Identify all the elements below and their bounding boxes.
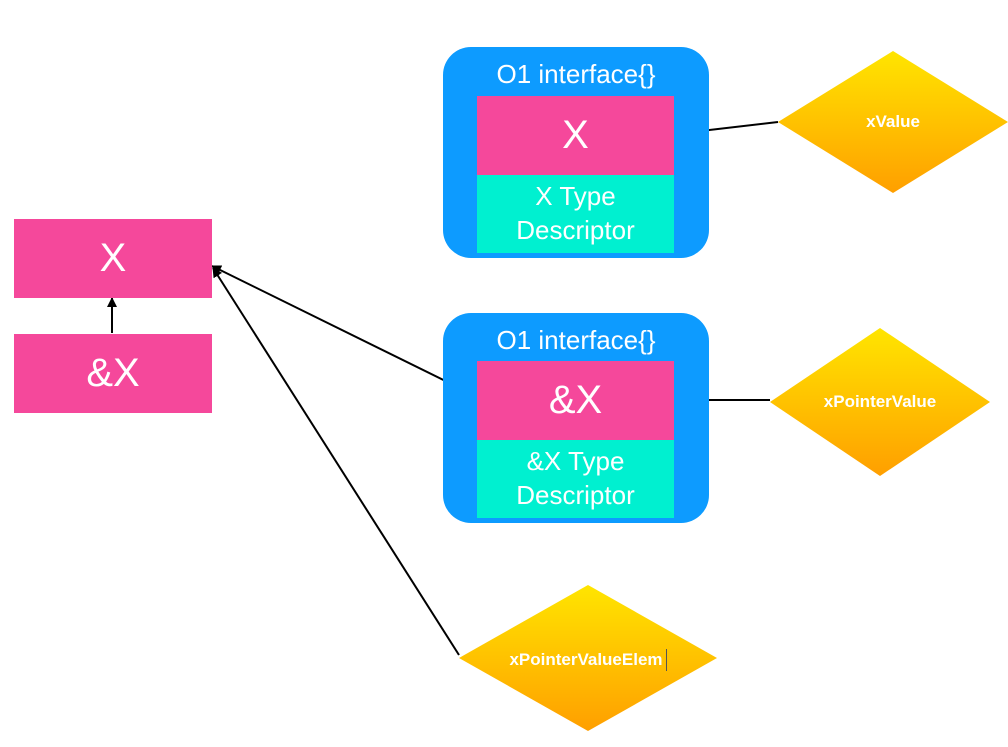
text-cursor (665, 649, 667, 671)
xpointervalueelem-text: xPointerValueElem (509, 650, 663, 669)
diamond-xpointervalueelem-label: xPointerValueElem (459, 640, 717, 680)
arrow-elem-to-x (212, 267, 460, 656)
ptr-x-box-label: &X (86, 351, 140, 395)
interface-pointer-type-line2: Descriptor (516, 480, 635, 510)
interface-value-data: X (477, 96, 674, 175)
ptr-x-box: &X (14, 334, 212, 413)
xpointervalue-text: xPointerValue (823, 392, 937, 411)
xvalue-text: xValue (866, 112, 920, 131)
interface-value-type-descriptor: X Type Descriptor (477, 175, 674, 253)
diamond-xpointervalue-label: xPointerValue (770, 382, 990, 422)
arrow-iface-ptr-to-x (211, 265, 481, 399)
diamond-xvalue (778, 51, 1008, 193)
interface-pointer-title: O1 interface{} (496, 325, 656, 355)
x-box-label: X (99, 236, 127, 280)
interface-value-type-line1: X Type (535, 181, 616, 212)
interface-pointer-data-label: &X (548, 378, 603, 422)
interface-pointer-data: &X (477, 361, 674, 440)
interface-pointer-type-line1: &X Type (526, 446, 625, 477)
x-box: X (14, 219, 212, 298)
interface-value-data-label: X (562, 113, 589, 157)
interface-value-title: O1 interface{} (496, 59, 656, 89)
interface-value-type-line2: Descriptor (516, 215, 635, 245)
diamond-xpointervalue (770, 328, 990, 476)
diamond-xpointervalueelem (459, 585, 717, 731)
diamond-xvalue-label: xValue (778, 102, 1008, 142)
interface-pointer-type-descriptor: &X Type Descriptor (477, 440, 674, 518)
